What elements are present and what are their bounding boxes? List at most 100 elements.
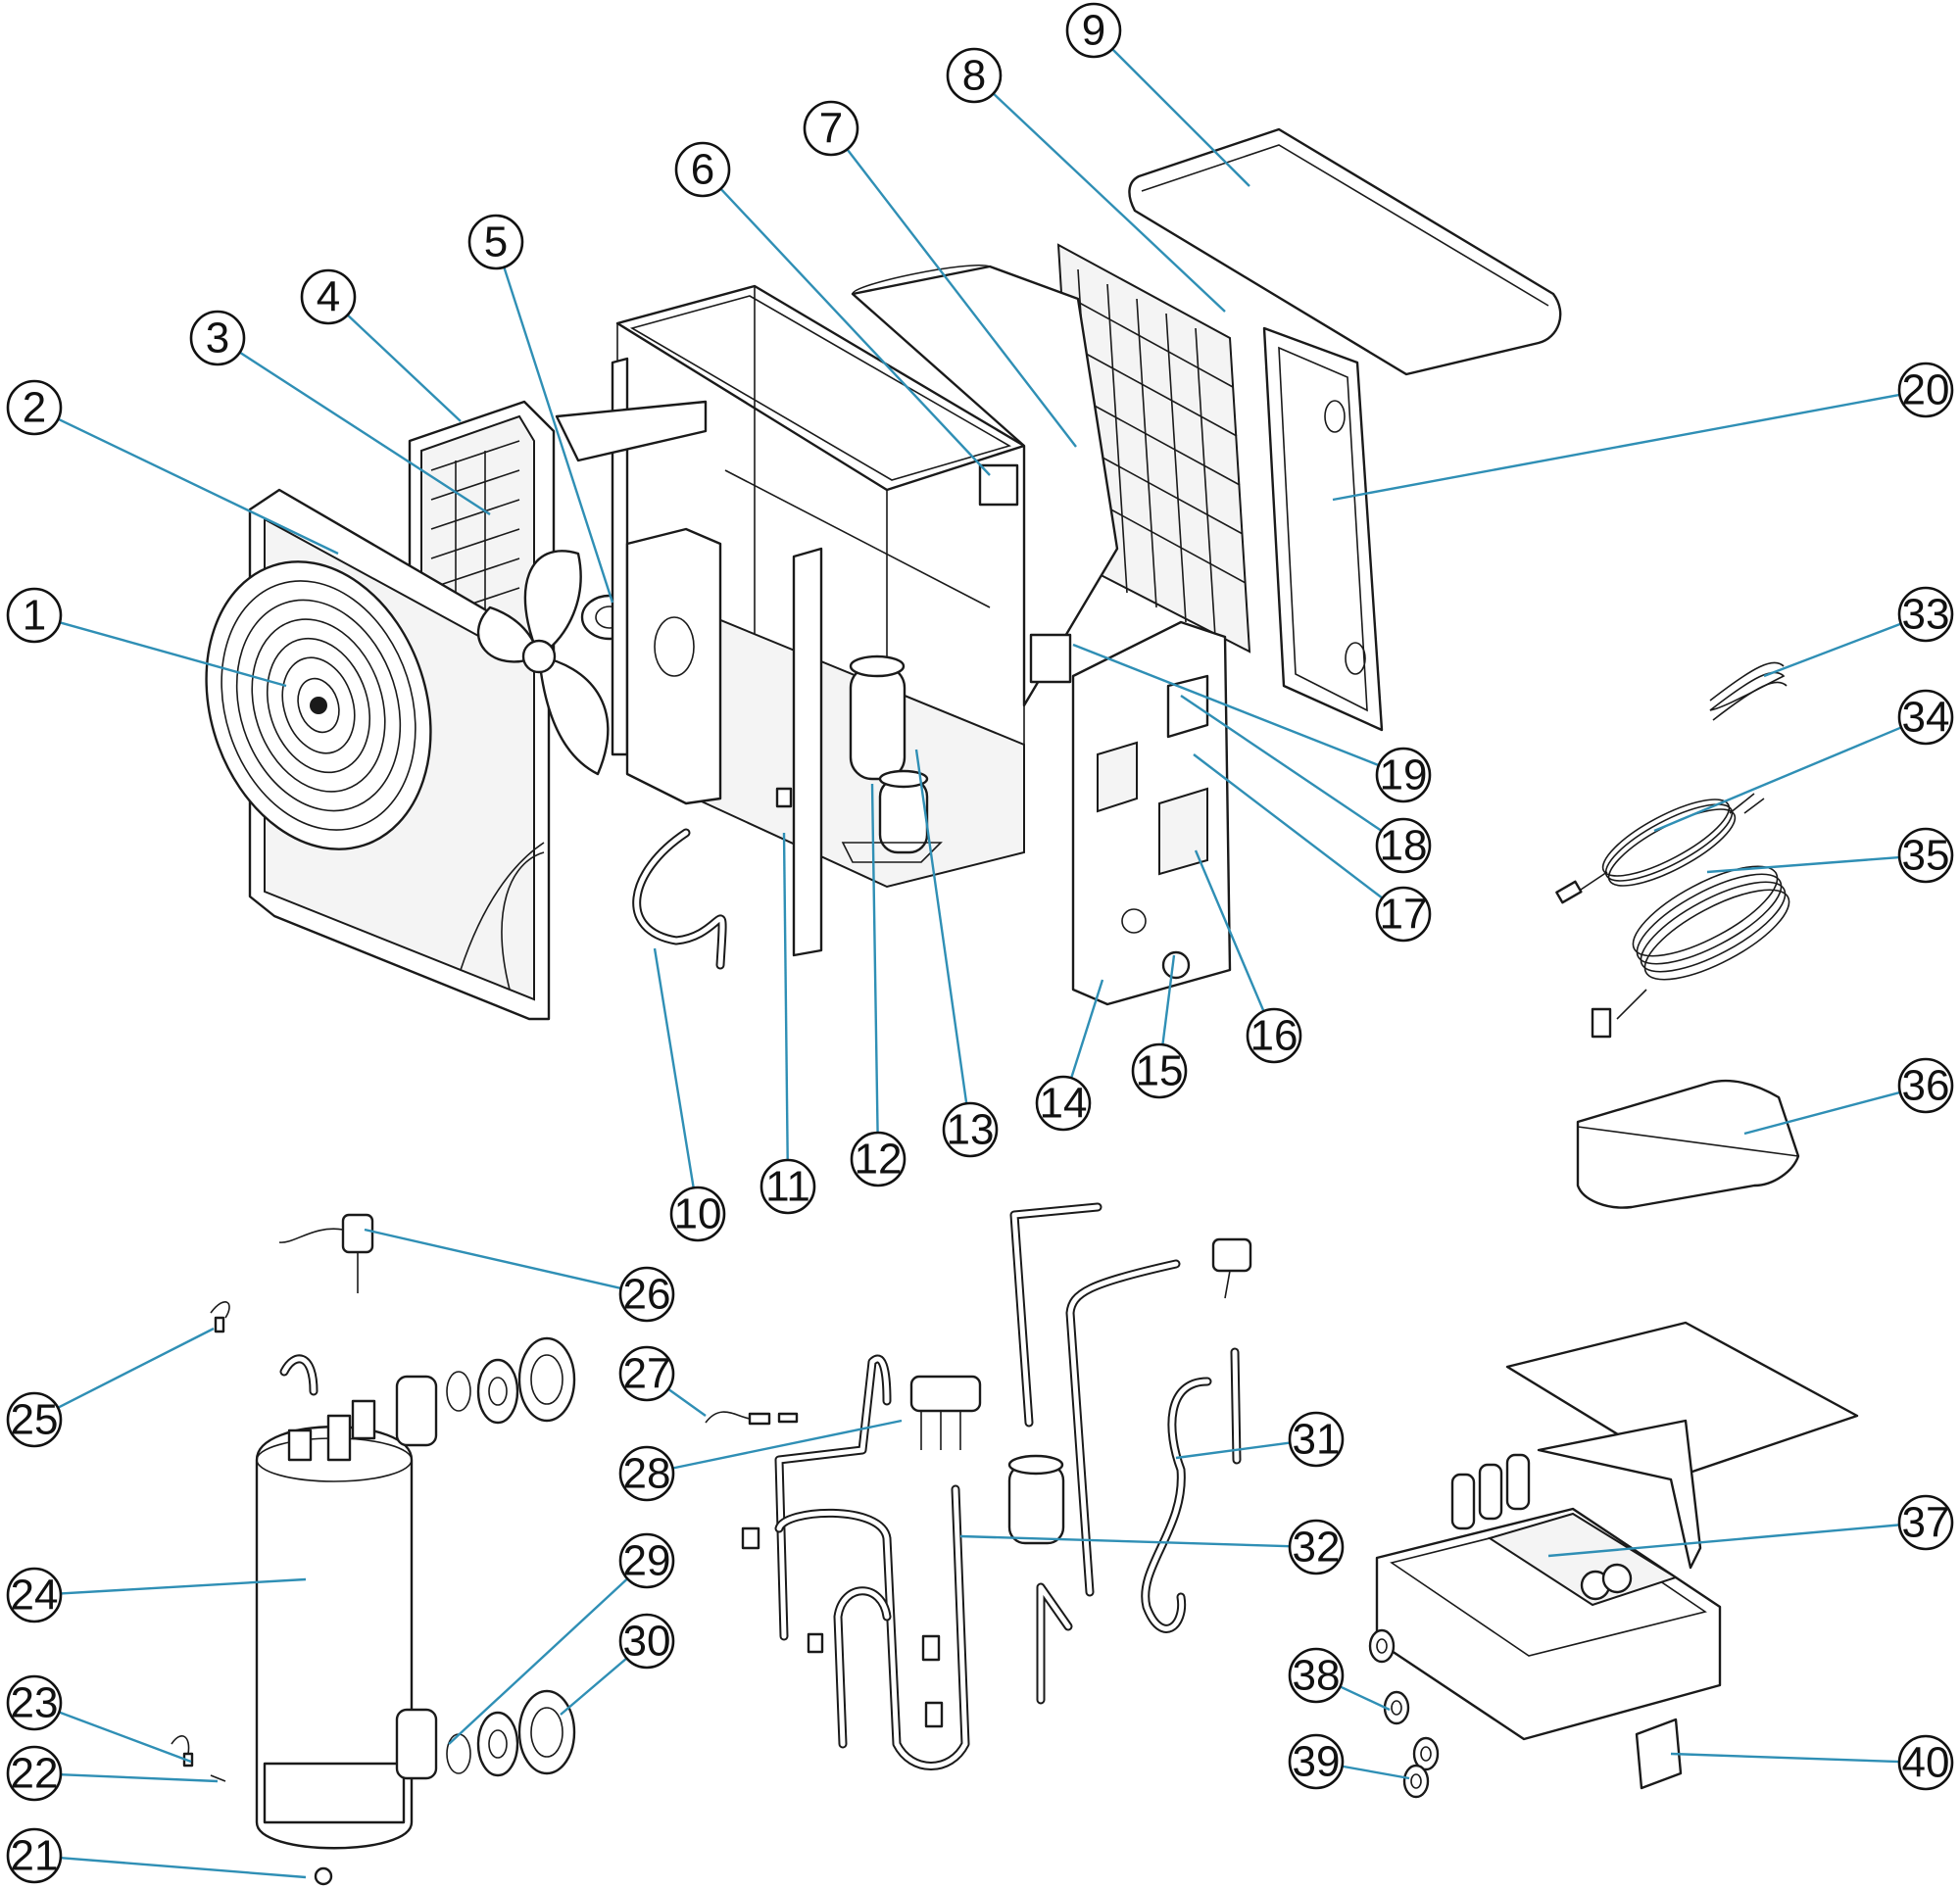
part-four-way-valve [909,1375,982,1450]
leader-line-37 [1547,1524,1900,1558]
callout-number: 18 [1380,822,1428,870]
part-union-set-top [446,1336,576,1425]
callout-circle [1288,1733,1345,1790]
callout-number: 40 [1902,1739,1950,1787]
callout-circle [618,1613,675,1670]
callout-number: 22 [11,1750,59,1798]
leader-line-10 [653,947,695,1188]
callout-circle [946,47,1003,104]
callout-14: 14 [1035,1075,1092,1132]
leader-line-19 [1072,643,1380,767]
callout-number: 3 [206,315,229,363]
leader-line-18 [1180,695,1383,832]
leader-line-23 [58,1711,192,1764]
callout-6: 6 [674,141,731,198]
callout-13: 13 [942,1101,999,1158]
callout-circle [1288,1647,1345,1704]
callout-circle [6,1391,63,1448]
part-refrigerant-pipes [774,1202,1242,1770]
leader-line-1 [59,621,287,688]
callout-3: 3 [189,310,246,366]
part-side-panel [851,265,1119,707]
callout-number: 7 [819,105,843,153]
callout-number: 29 [623,1537,671,1585]
part-power-cable [1555,793,1765,904]
part-union-set-bottom [446,1689,576,1777]
callout-4: 4 [300,268,357,325]
callout-35: 35 [1897,827,1954,884]
callout-number: 14 [1040,1080,1088,1128]
callout-number: 23 [11,1679,59,1727]
callout-40: 40 [1897,1734,1954,1791]
callout-circle [1246,1007,1302,1064]
callout-number: 36 [1902,1062,1950,1110]
callout-circle [6,379,63,436]
callout-number: 20 [1902,366,1950,414]
leader-line-21 [60,1856,307,1879]
leader-line-38 [1339,1685,1391,1712]
callout-circle [1375,886,1432,943]
callout-17: 17 [1375,886,1432,943]
part-cable-small [1709,661,1788,721]
part-pressure-switch [705,1411,799,1426]
leader-line-33 [1763,622,1902,678]
callout-circle [1131,1042,1188,1099]
part-grommets [1368,1628,1440,1799]
callout-circle [618,1445,675,1502]
callout-37: 37 [1897,1494,1954,1551]
leader-line-12 [870,783,879,1134]
leader-line-17 [1193,753,1384,899]
part-top-cover [1128,127,1562,376]
callout-15: 15 [1131,1042,1188,1099]
callout-27: 27 [618,1345,675,1402]
leader-line-14 [1070,979,1104,1079]
leader-line-26 [364,1228,621,1290]
leader-line-36 [1743,1090,1901,1136]
leader-line-30 [560,1657,628,1716]
callout-circle [760,1158,816,1215]
leader-line-11 [782,832,789,1161]
callout-12: 12 [850,1131,906,1187]
part-drain-plug [314,1866,333,1886]
leader-lines [57,48,1902,1879]
leader-line-5 [503,266,614,604]
leader-line-9 [1111,48,1250,187]
leader-line-40 [1670,1752,1900,1764]
callout-circle [1897,586,1954,643]
callout-number: 38 [1293,1652,1341,1700]
part-fan-grille [205,560,432,850]
leader-line-20 [1332,393,1900,502]
callout-21: 21 [6,1827,63,1884]
leader-line-35 [1706,855,1900,874]
callout-circle [1288,1519,1345,1575]
callout-number: 10 [674,1190,722,1238]
callout-circle [618,1266,675,1323]
leader-line-15 [1161,954,1176,1045]
leader-line-13 [914,749,968,1104]
part-support-post [611,357,823,957]
callout-24: 24 [6,1567,63,1623]
callout-33: 33 [1897,586,1954,643]
leader-line-8 [992,92,1226,313]
part-fan-blade [476,550,610,776]
callout-26: 26 [618,1266,675,1323]
callout-number: 21 [11,1832,59,1880]
leader-line-24 [60,1577,307,1595]
part-back-panel [1262,326,1384,732]
callout-1: 1 [6,587,63,644]
callout-31: 31 [1288,1411,1345,1468]
callout-23: 23 [6,1674,63,1731]
callout-circle [1897,827,1954,884]
callout-circle [6,587,63,644]
callout-30: 30 [618,1613,675,1670]
callout-10: 10 [669,1186,726,1242]
part-bulkhead [555,400,722,805]
callout-circle [618,1532,675,1589]
leader-line-6 [719,187,991,476]
callout-number: 27 [623,1350,671,1398]
callout-circle [1897,1057,1954,1114]
part-bracket [775,787,793,808]
part-main-frame [615,284,1026,889]
callout-circle [1288,1411,1345,1468]
leader-line-7 [846,148,1077,448]
